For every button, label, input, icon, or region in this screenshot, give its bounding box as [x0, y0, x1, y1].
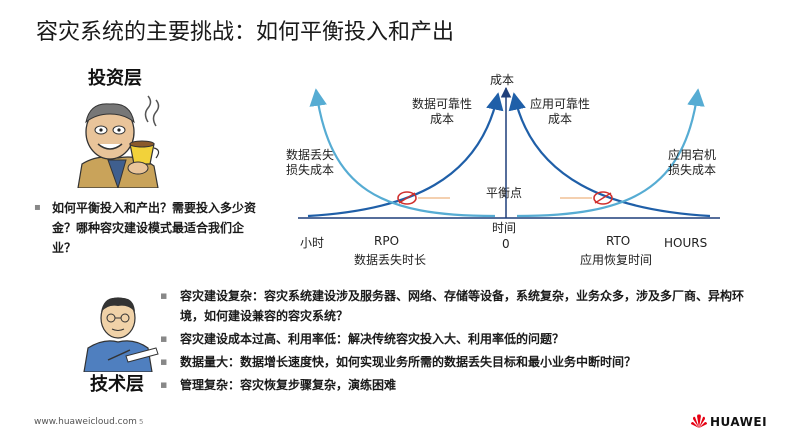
- investor-illustration: [77, 95, 160, 188]
- page-number: 5: [139, 418, 144, 426]
- rto-desc: 应用恢复时间: [580, 253, 653, 267]
- list-item: 管理复杂：容灾恢复步骤复杂，演练困难: [160, 375, 750, 395]
- rto-label: RTO: [606, 234, 631, 248]
- footer-url: www.huaweicloud.com: [34, 417, 137, 427]
- left-end-label: 小时: [300, 236, 325, 250]
- right-end-label: HOURS: [664, 236, 708, 250]
- time-label: 时间: [492, 221, 517, 235]
- list-item: 数据量大：数据增长速度快，如何实现业务所需的数据丢失目标和最小业务中断时间？: [160, 352, 750, 372]
- cost-axis-label: 成本: [490, 73, 515, 87]
- balance-point-label: 平衡点: [486, 186, 523, 200]
- rpo-label: RPO: [374, 234, 400, 248]
- app-reliability-label: 应用可靠性 成本: [530, 97, 591, 126]
- app-downtime-cost-curve: [516, 88, 705, 218]
- zero-label: 0: [502, 237, 510, 251]
- list-item: 容灾建设成本过高、利用率低：解决传统容灾投入大、利用率低的问题？: [160, 329, 750, 349]
- data-reliability-cost-curve: [307, 92, 504, 218]
- engineer-illustration: [83, 297, 159, 372]
- tech-challenge-list: 容灾建设复杂：容灾系统建设涉及服务器、网络、存储等设备，系统复杂，业务众多，涉及…: [160, 286, 750, 398]
- bullet-icon: ▪: [34, 202, 41, 213]
- huawei-logo-icon: [691, 414, 707, 428]
- tech-layer-label: 技术层: [90, 374, 144, 395]
- cost-balance-diagram: 成本 数据可靠性 成本 应用可靠性 成本 数据丢失 损失成本 应用宕机 损失成本…: [286, 70, 730, 270]
- page-title: 容灾系统的主要挑战：如何平衡投入和产出: [36, 20, 455, 45]
- diagram-graphics: [298, 86, 720, 219]
- left-balance-marker: [397, 191, 417, 205]
- data-reliability-label: 数据可靠性 成本: [412, 97, 473, 126]
- right-balance-marker: [593, 191, 613, 205]
- app-reliability-cost-curve: [508, 92, 711, 218]
- invest-bullet: ▪ 如何平衡投入和产出？需要投入多少资金？哪种容灾建设模式最适合我们企业？: [34, 198, 267, 258]
- data-loss-label: 数据丢失 损失成本: [286, 148, 335, 177]
- rpo-desc: 数据丢失时长: [354, 253, 427, 267]
- app-downtime-label: 应用宕机 损失成本: [668, 148, 717, 177]
- invest-layer-label: 投资层: [88, 68, 142, 89]
- brand-name: HUAWEI: [710, 415, 768, 429]
- invest-bullet-text: 如何平衡投入和产出？需要投入多少资金？哪种容灾建设模式最适合我们企业？: [52, 201, 257, 255]
- list-item: 容灾建设复杂：容灾系统建设涉及服务器、网络、存储等设备，系统复杂，业务众多，涉及…: [160, 286, 750, 326]
- data-loss-cost-curve: [309, 88, 496, 218]
